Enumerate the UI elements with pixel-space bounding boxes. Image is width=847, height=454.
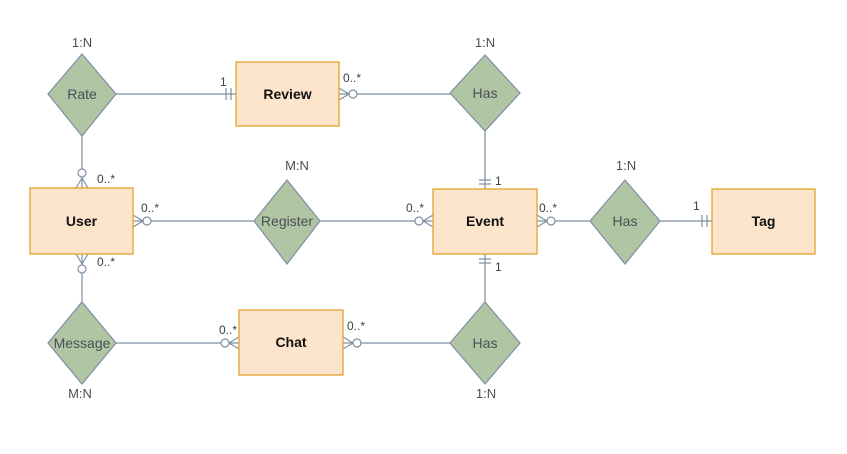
card-review-has: 0..* (343, 71, 361, 85)
card-user-message: 0..* (97, 255, 115, 269)
marker-many-event-left (414, 214, 434, 228)
marker-one-review-left (225, 88, 232, 100)
ratio-register: M:N (285, 158, 309, 173)
marker-many-chat-right (342, 336, 362, 350)
relationship-rate-label: Rate (67, 86, 97, 102)
card-rate-user: 0..* (97, 172, 115, 186)
entity-tag-label: Tag (752, 213, 776, 229)
ratio-has-review: 1:N (475, 35, 495, 50)
ratio-has-tag: 1:N (616, 158, 636, 173)
entity-review[interactable]: Review (235, 61, 340, 127)
relationship-rate[interactable]: Rate (47, 53, 117, 137)
relationship-register-label: Register (261, 213, 313, 229)
cardinality-markers (75, 87, 708, 350)
ratio-message: M:N (68, 386, 92, 401)
relationship-has-tag-label: Has (613, 213, 638, 229)
relationship-has-tag[interactable]: Has (589, 179, 661, 265)
entity-chat-label: Chat (275, 334, 306, 350)
entity-event[interactable]: Event (432, 188, 538, 255)
marker-one-tag-left (701, 215, 708, 227)
entity-chat[interactable]: Chat (238, 309, 344, 376)
card-event-has-tag: 0..* (539, 201, 557, 215)
relationship-message[interactable]: Message (47, 301, 117, 385)
relationship-has-chat[interactable]: Has (449, 301, 521, 385)
card-event-has-chat: 1 (495, 260, 502, 274)
relationship-register[interactable]: Register (253, 179, 321, 265)
card-chat-has: 0..* (347, 319, 365, 333)
relationship-has-review-label: Has (473, 85, 498, 101)
ratio-has-chat: 1:N (476, 386, 496, 401)
card-user-register: 0..* (141, 201, 159, 215)
card-tag-has: 1 (693, 199, 700, 213)
marker-many-user-bottom (75, 253, 89, 274)
entity-tag[interactable]: Tag (711, 188, 816, 255)
entity-user[interactable]: User (29, 187, 134, 255)
relationship-has-chat-label: Has (473, 335, 498, 351)
cardinality-labels: 1 0..* 0..* 1 0..* 0..* 0..* 1 0..* 0..*… (97, 71, 700, 337)
card-event-register: 0..* (406, 201, 424, 215)
marker-many-event-right (536, 214, 556, 228)
entity-event-label: Event (466, 213, 504, 229)
marker-many-review-right (338, 87, 358, 101)
card-rate-review: 1 (220, 75, 227, 89)
card-chat-message: 0..* (219, 323, 237, 337)
marker-one-event-bottom (479, 258, 491, 264)
ratio-rate: 1:N (72, 35, 92, 50)
relationship-has-review[interactable]: Has (449, 54, 521, 132)
marker-many-user-right (132, 214, 152, 228)
ratio-labels: 1:N 1:N M:N 1:N M:N 1:N (68, 35, 636, 401)
relationship-message-label: Message (54, 335, 111, 351)
marker-one-event-top (479, 179, 491, 185)
entity-user-label: User (66, 213, 98, 229)
marker-many-user-top (75, 168, 89, 189)
marker-many-chat-left (220, 336, 240, 350)
entity-review-label: Review (263, 86, 311, 102)
card-event-has-review: 1 (495, 174, 502, 188)
